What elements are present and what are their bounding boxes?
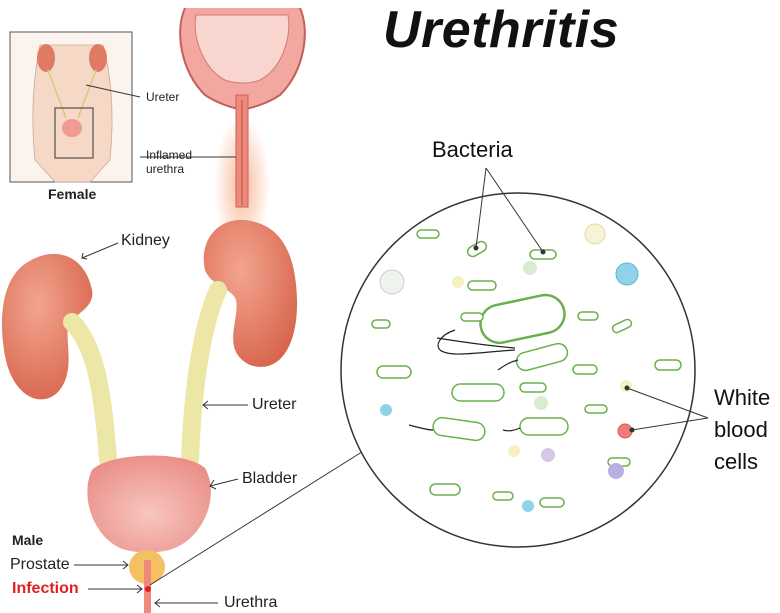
ureters (63, 281, 227, 469)
bladder-label: Bladder (242, 470, 298, 487)
bladder (87, 455, 211, 613)
infection-label: Infection (12, 580, 79, 597)
micro-leaders (473, 167, 709, 433)
inflamed-label-2: urethra (146, 162, 185, 176)
kidney-label: Kidney (121, 232, 170, 249)
inflamed-label-1: Inflamed (146, 148, 193, 162)
ureter-label: Ureter (252, 396, 297, 413)
wbc-label-1: White (714, 385, 771, 410)
female-bladder-illustration (179, 7, 306, 255)
anatomy-leaders (74, 156, 366, 608)
urethra-label: Urethra (224, 594, 278, 611)
bacteria-tails (408, 329, 521, 432)
bacteria-cluster (371, 229, 682, 508)
wbc-label-3: cells (714, 449, 759, 474)
kidneys (1, 219, 298, 400)
male-label: Male (12, 532, 44, 548)
bacteria-label: Bacteria (432, 137, 513, 162)
prostate-label: Prostate (10, 556, 70, 573)
inset-ureter-label: Ureter (146, 90, 180, 104)
page-title: Urethritis (383, 1, 620, 59)
microscope-view (340, 192, 696, 548)
female-caption: Female (48, 186, 97, 202)
wbc-label-2: blood (714, 417, 768, 442)
female-inset (9, 31, 141, 183)
